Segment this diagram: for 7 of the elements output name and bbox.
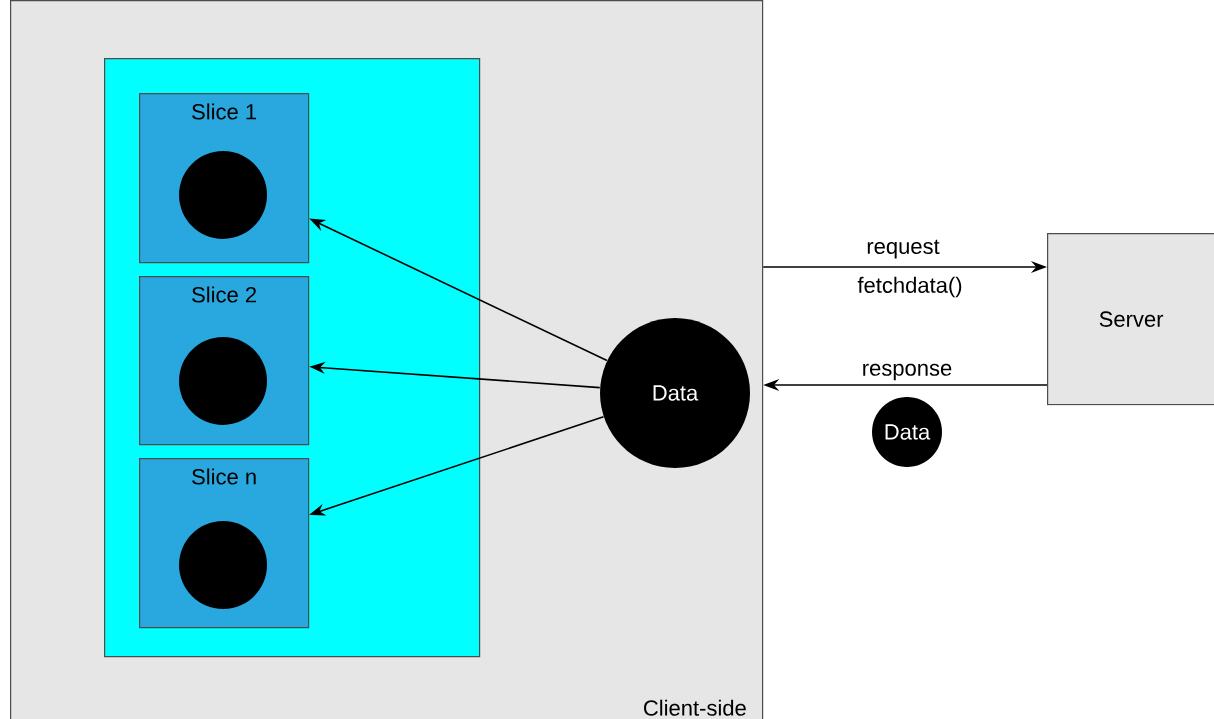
edge-label: request [867, 239, 940, 259]
edge-label: response [863, 363, 952, 381]
state-circle [179, 151, 267, 239]
state-circle [179, 337, 267, 425]
function-label: fetchdata() [857, 276, 962, 298]
state-circle [179, 521, 267, 609]
server-box: Server [1047, 233, 1214, 406]
